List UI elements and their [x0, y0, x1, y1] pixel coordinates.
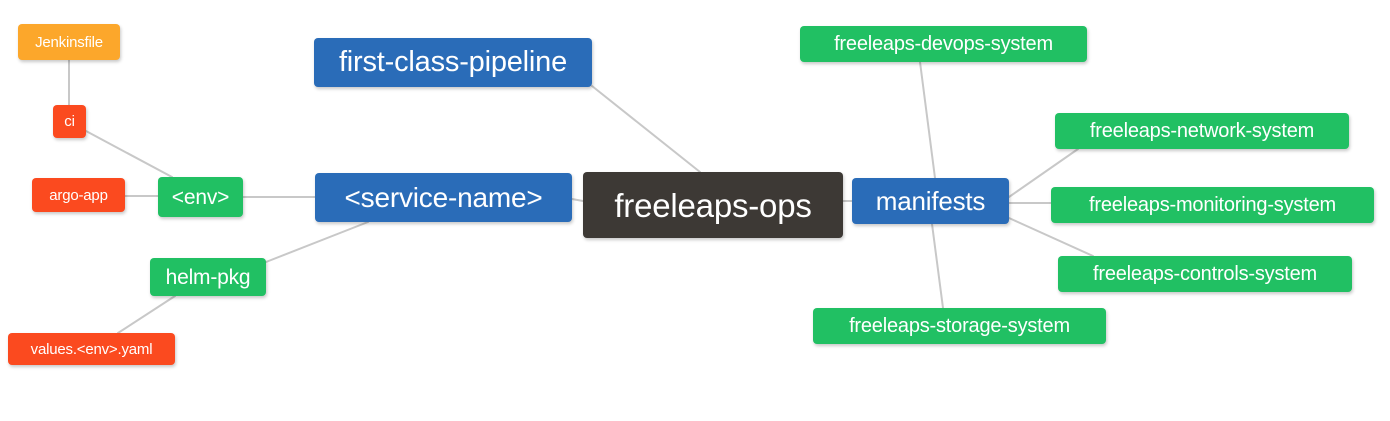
node-label-helm-pkg: helm-pkg	[165, 265, 251, 289]
node-label-env: <env>	[171, 185, 230, 209]
node-service-name[interactable]: <service-name>	[315, 173, 572, 222]
node-argo-app[interactable]: argo-app	[32, 178, 125, 212]
edge-service-name-to-helm-pkg	[265, 221, 369, 263]
node-freeleaps-storage-system[interactable]: freeleaps-storage-system	[813, 308, 1106, 344]
node-freeleaps-network-system[interactable]: freeleaps-network-system	[1055, 113, 1349, 149]
edge-freeleaps-ops-to-first-class-pipeline	[591, 85, 701, 173]
node-label-values-yaml: values.<env>.yaml	[30, 340, 153, 358]
node-label-freeleaps-network-system: freeleaps-network-system	[1089, 120, 1315, 142]
node-label-freeleaps-monitoring-system: freeleaps-monitoring-system	[1089, 194, 1336, 216]
edge-freeleaps-ops-to-service-name	[571, 198, 584, 202]
node-label-argo-app: argo-app	[49, 186, 108, 204]
node-label-service-name: <service-name>	[344, 181, 543, 213]
node-label-first-class-pipeline: first-class-pipeline	[338, 46, 568, 78]
node-first-class-pipeline[interactable]: first-class-pipeline	[314, 38, 592, 87]
node-manifests[interactable]: manifests	[852, 178, 1009, 224]
node-helm-pkg[interactable]: helm-pkg	[150, 258, 266, 296]
node-label-jenkinsfile: Jenkinsfile	[35, 33, 103, 51]
edge-manifests-to-freeleaps-devops-system	[919, 61, 936, 179]
node-label-freeleaps-storage-system: freeleaps-storage-system	[849, 315, 1070, 337]
edge-env-to-ci	[85, 130, 173, 178]
node-label-ci: ci	[64, 113, 75, 130]
node-jenkinsfile[interactable]: Jenkinsfile	[18, 24, 120, 60]
node-freeleaps-ops[interactable]: freeleaps-ops	[583, 172, 843, 238]
node-env[interactable]: <env>	[158, 177, 243, 217]
node-freeleaps-monitoring-system[interactable]: freeleaps-monitoring-system	[1051, 187, 1374, 223]
node-freeleaps-controls-system[interactable]: freeleaps-controls-system	[1058, 256, 1352, 292]
edge-manifests-to-freeleaps-storage-system	[931, 223, 944, 309]
node-label-manifests: manifests	[875, 186, 986, 216]
node-freeleaps-devops-system[interactable]: freeleaps-devops-system	[800, 26, 1087, 62]
edge-helm-pkg-to-values-yaml	[117, 295, 176, 334]
node-values-yaml[interactable]: values.<env>.yaml	[8, 333, 175, 365]
node-ci[interactable]: ci	[53, 105, 86, 138]
node-label-freeleaps-controls-system: freeleaps-controls-system	[1093, 263, 1317, 285]
node-label-freeleaps-devops-system: freeleaps-devops-system	[834, 33, 1053, 55]
node-label-freeleaps-ops: freeleaps-ops	[614, 186, 812, 224]
edge-manifests-to-freeleaps-controls-system	[1008, 217, 1094, 257]
